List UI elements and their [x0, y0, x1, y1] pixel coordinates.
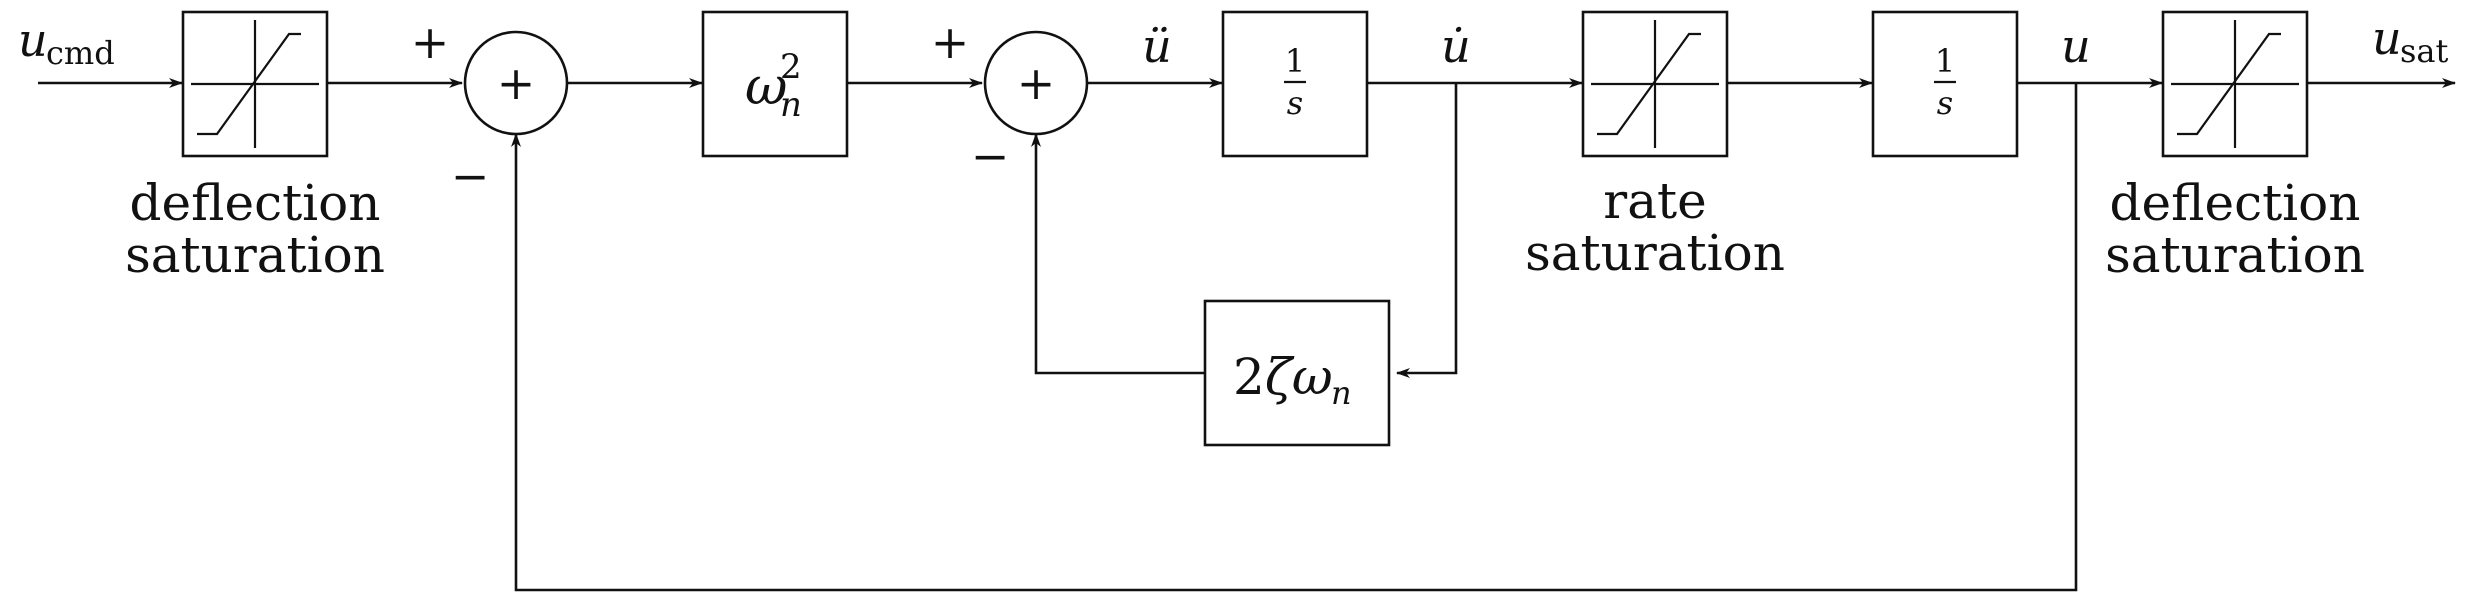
wire-position-feedback-to-sum1 — [511, 83, 2078, 592]
signal-label-u-cmd: u — [18, 13, 48, 67]
integrator-1-numerator: 1 — [1285, 42, 1305, 80]
integrator-block-1: 1 s — [1221, 10, 1369, 158]
caption-rate-saturation-line-2: saturation — [1525, 224, 1785, 282]
signal-label-u-sat-subscript: sat — [2400, 32, 2449, 70]
damping-gain-coefficient: 2 — [1233, 348, 1265, 406]
caption-deflection-saturation-2-line-2: saturation — [2105, 226, 2365, 284]
sum-junction-2-symbol: + — [1017, 56, 1056, 110]
sum-junction-2: + — [983, 30, 1089, 136]
sum-junction-1-plus-sign: + — [411, 15, 450, 69]
deflection-saturation-block-2 — [2161, 10, 2309, 158]
wire-rate-feedback-to-damping — [1396, 83, 1458, 378]
deflection-saturation-block-1 — [181, 10, 329, 158]
sum-junction-2-plus-sign: + — [931, 15, 970, 69]
gain-omega: ω — [745, 57, 787, 117]
integrator-1-denominator: s — [1287, 84, 1303, 122]
gain-omega-subscript: n — [780, 85, 802, 125]
signal-label-u-cmd-subscript: cmd — [46, 34, 115, 72]
signal-label-u: u — [2061, 19, 2091, 73]
signal-label-u-sat: u — [2372, 11, 2402, 65]
damping-gain-greek: ζω — [1265, 348, 1333, 406]
gain-omega-superscript: 2 — [780, 47, 802, 87]
caption-rate-saturation-line-1: rate — [1603, 172, 1706, 230]
sum-junction-1-minus-sign: − — [451, 149, 490, 203]
sum-junction-2-minus-sign: − — [971, 129, 1010, 183]
damping-gain-block: 2ζω n — [1203, 299, 1391, 447]
svg-text:2ζω: 2ζω — [1233, 348, 1333, 406]
rate-saturation-block — [1581, 10, 1729, 158]
signal-label-u-dot: u̇ — [1441, 19, 1471, 73]
signal-label-u-ddot: ü — [1142, 19, 1172, 73]
sum-junction-1: + — [463, 30, 569, 136]
integrator-block-2: 1 s — [1871, 10, 2019, 158]
caption-deflection-saturation-1-line-1: deflection — [130, 174, 381, 232]
caption-deflection-saturation-2-line-1: deflection — [2110, 174, 2361, 232]
natural-frequency-gain-block: ω 2 n — [701, 10, 849, 158]
damping-gain-subscript: n — [1331, 374, 1352, 412]
wire-damping-to-sum2 — [1031, 133, 1205, 375]
caption-deflection-saturation-1-line-2: saturation — [125, 226, 385, 284]
svg-text:ω: ω — [745, 57, 787, 117]
integrator-2-numerator: 1 — [1935, 42, 1955, 80]
integrator-2-denominator: s — [1937, 84, 1953, 122]
sum-junction-1-symbol: + — [497, 56, 536, 110]
